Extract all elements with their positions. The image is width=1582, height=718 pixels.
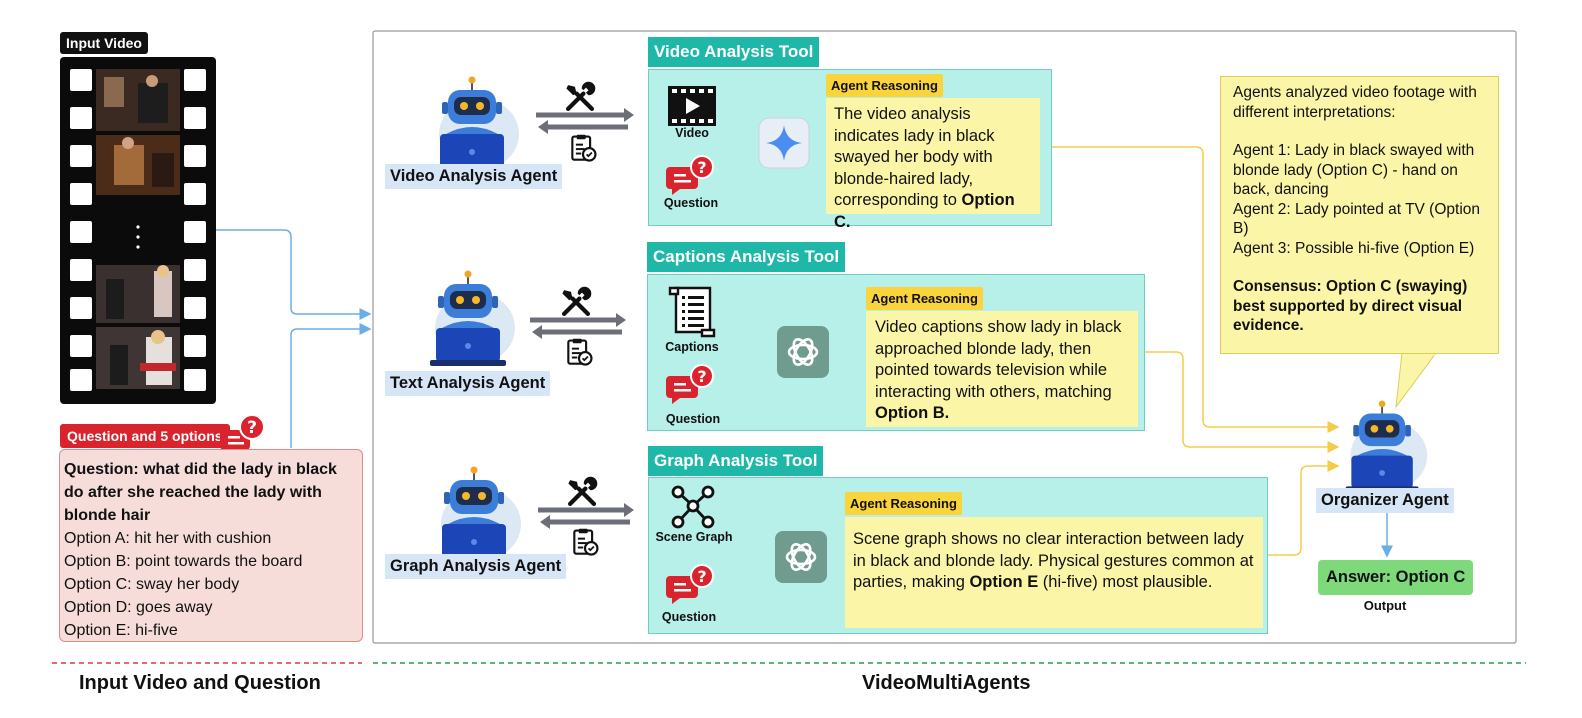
video-tool-title: Video Analysis Tool [648, 37, 820, 67]
video-reasoning-option: Option C. [834, 191, 1015, 231]
video-agent-robot-icon [424, 76, 524, 176]
graph-tool-title: Graph Analysis Tool [648, 446, 824, 476]
organizer-robot-icon [1336, 400, 1432, 496]
video-report-icon [567, 133, 599, 165]
svg-text:?: ? [697, 567, 706, 586]
summary-intro: Agents analyzed video footage with diffe… [1233, 84, 1477, 121]
double-arrow-text [530, 313, 626, 339]
double-arrow-graph [538, 503, 634, 529]
captions-reasoning-text: Video captions show lady in black approa… [875, 318, 1122, 401]
text-agent-label: Text Analysis Agent [385, 371, 551, 396]
graph-question-icon: ? [666, 564, 714, 604]
question-text: Question: what did the lady in black do … [64, 461, 337, 524]
graph-agent-label: Graph Analysis Agent [385, 554, 567, 579]
video-clapper-icon [668, 86, 716, 126]
svg-text:?: ? [697, 367, 706, 386]
graph-question-label: Question [661, 610, 717, 624]
video-reasoning-box: The video analysis indicates lady in bla… [826, 98, 1040, 231]
captions-reasoning-box: Video captions show lady in black approa… [866, 311, 1138, 427]
video-frame-2 [96, 135, 180, 195]
captions-input-label: Captions [665, 340, 719, 354]
svg-text:?: ? [247, 418, 257, 438]
graph-reasoning-text: Scene graph shows no clear interaction b… [853, 530, 1254, 591]
text-tools-icon [559, 285, 593, 319]
output-label: Output [1363, 598, 1407, 613]
graph-input-label: Scene Graph [655, 530, 733, 544]
summary-agent-2: Agent 2: Lady pointed at TV (Option B) [1233, 200, 1481, 238]
organizer-summary-box: Agents analyzed video footage with diffe… [1220, 76, 1499, 354]
input-video-tag: Input Video [60, 32, 148, 54]
video-reasoning-tag: Agent Reasoning [826, 74, 943, 97]
option-a: Option A: hit her with cushion [64, 530, 272, 547]
organizer-agent-label: Organizer Agent [1316, 488, 1454, 513]
graph-llm-model-icon [775, 531, 827, 583]
video-agent-label: Video Analysis Agent [385, 164, 563, 189]
video-frame-4 [96, 327, 180, 389]
graph-reasoning-tail: (hi-five) most plausible. [1038, 573, 1213, 591]
agents-frame [372, 30, 1517, 644]
double-arrow-video [536, 108, 634, 134]
ellipsis-dots [136, 225, 140, 249]
summary-agent-1: Agent 1: Lady in black swayed with blond… [1233, 142, 1475, 198]
option-b: Option B: point towards the board [64, 553, 303, 570]
video-question-icon: ? [666, 155, 714, 195]
video-reasoning-text: The video analysis indicates lady in bla… [834, 105, 995, 209]
video-frame-3 [96, 265, 180, 323]
option-c: Option C: sway her body [64, 576, 240, 593]
graph-reasoning-option: Option E [969, 573, 1039, 591]
captions-reasoning-option: Option B. [875, 404, 950, 422]
option-e: Option E: hi-five [64, 622, 178, 639]
summary-agent-3: Agent 3: Possible hi-five (Option E) [1233, 239, 1475, 257]
graph-report-icon [569, 527, 601, 559]
scene-graph-icon [671, 485, 715, 529]
graph-reasoning-tag: Agent Reasoning [845, 492, 962, 515]
video-question-label: Question [663, 196, 719, 210]
video-tools-icon [563, 80, 597, 114]
film-frames [70, 69, 206, 391]
graph-reasoning-box: Scene graph shows no clear interaction b… [845, 517, 1263, 628]
graph-agent-robot-icon [426, 466, 526, 566]
svg-text:?: ? [697, 158, 706, 177]
text-report-icon [563, 337, 595, 369]
question-tag: Question and 5 options [60, 424, 230, 448]
llm-model-icon [777, 326, 829, 378]
video-frame-1 [96, 69, 180, 131]
captions-tool-title: Captions Analysis Tool [647, 242, 846, 272]
captions-question-icon: ? [666, 364, 714, 404]
callout-tail [1395, 352, 1437, 409]
graph-tools-icon [565, 475, 599, 509]
section-label-videomultiagents: VideoMultiAgents [862, 672, 1031, 694]
gemini-model-icon [758, 117, 810, 169]
video-input-label: Video [675, 126, 709, 140]
text-agent-robot-icon [420, 270, 520, 370]
section-label-input: Input Video and Question [79, 672, 321, 694]
summary-consensus: Consensus: Option C (swaying) best suppo… [1233, 278, 1468, 334]
captions-question-label: Question [665, 412, 721, 426]
answer-badge: Answer: Option C [1318, 560, 1474, 595]
captions-scroll-icon [668, 286, 716, 338]
question-box: Question: what did the lady in black do … [59, 449, 363, 642]
option-d: Option D: goes away [64, 599, 213, 616]
film-strip [60, 57, 216, 404]
captions-reasoning-tag: Agent Reasoning [866, 287, 983, 310]
